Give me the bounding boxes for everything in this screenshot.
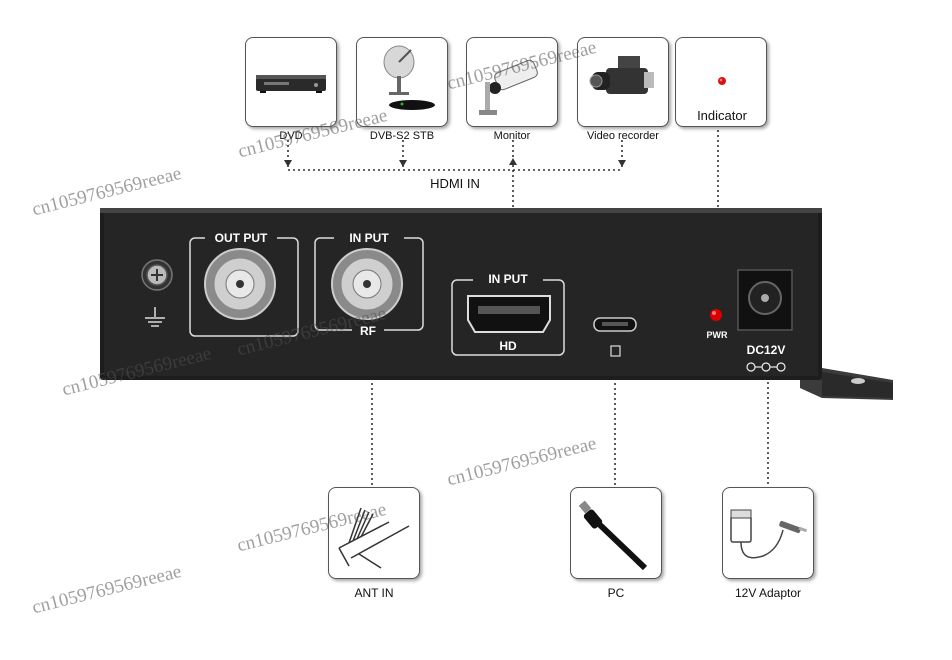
ant-in-label: ANT IN [354,586,394,600]
recorder-card [577,37,669,127]
rf-output-connector [204,248,276,320]
security-camera-icon [479,59,538,115]
recorder-label: Video recorder [587,130,659,142]
stb-label: DVB-S2 STB [369,130,435,142]
antenna-card [328,487,420,579]
input-rf-label: IN PUT [334,231,404,245]
hdmi-in-label: HDMI IN [430,176,480,191]
adaptor-label: 12V Adaptor [734,586,802,600]
power-adaptor-icon [730,509,808,559]
indicator-card: Indicator [675,37,767,127]
hdmi-input-port [467,295,551,333]
hd-label: HD [499,339,517,353]
antenna-icon [338,507,410,569]
pc-label: PC [607,586,625,600]
red-led-icon [718,77,726,85]
hdmi-input-label: IN PUT [473,272,543,286]
micro-usb-port [593,317,637,332]
monitor-label: Monitor [493,130,531,142]
satellite-receiver-icon [383,45,435,110]
camcorder-icon [589,56,654,94]
ground-symbol-icon [145,307,165,327]
ground-screw [141,259,173,291]
dvd-card [245,37,337,127]
rf-label: RF [352,324,384,338]
pwr-label: PWR [706,330,728,340]
stb-card [356,37,448,127]
indicator-label: Indicator [697,108,747,123]
usb-cable-icon [578,500,648,571]
adaptor-card [722,487,814,579]
dc-power-jack [737,269,793,331]
monitor-card [466,37,558,127]
rf-input-connector [331,248,403,320]
dvd-player-icon [256,75,326,93]
dc-polarity-icon [746,362,786,372]
dvd-label: DVD [279,130,303,142]
pc-card [570,487,662,579]
output-label: OUT PUT [205,231,277,245]
dc-label: DC12V [746,343,786,357]
